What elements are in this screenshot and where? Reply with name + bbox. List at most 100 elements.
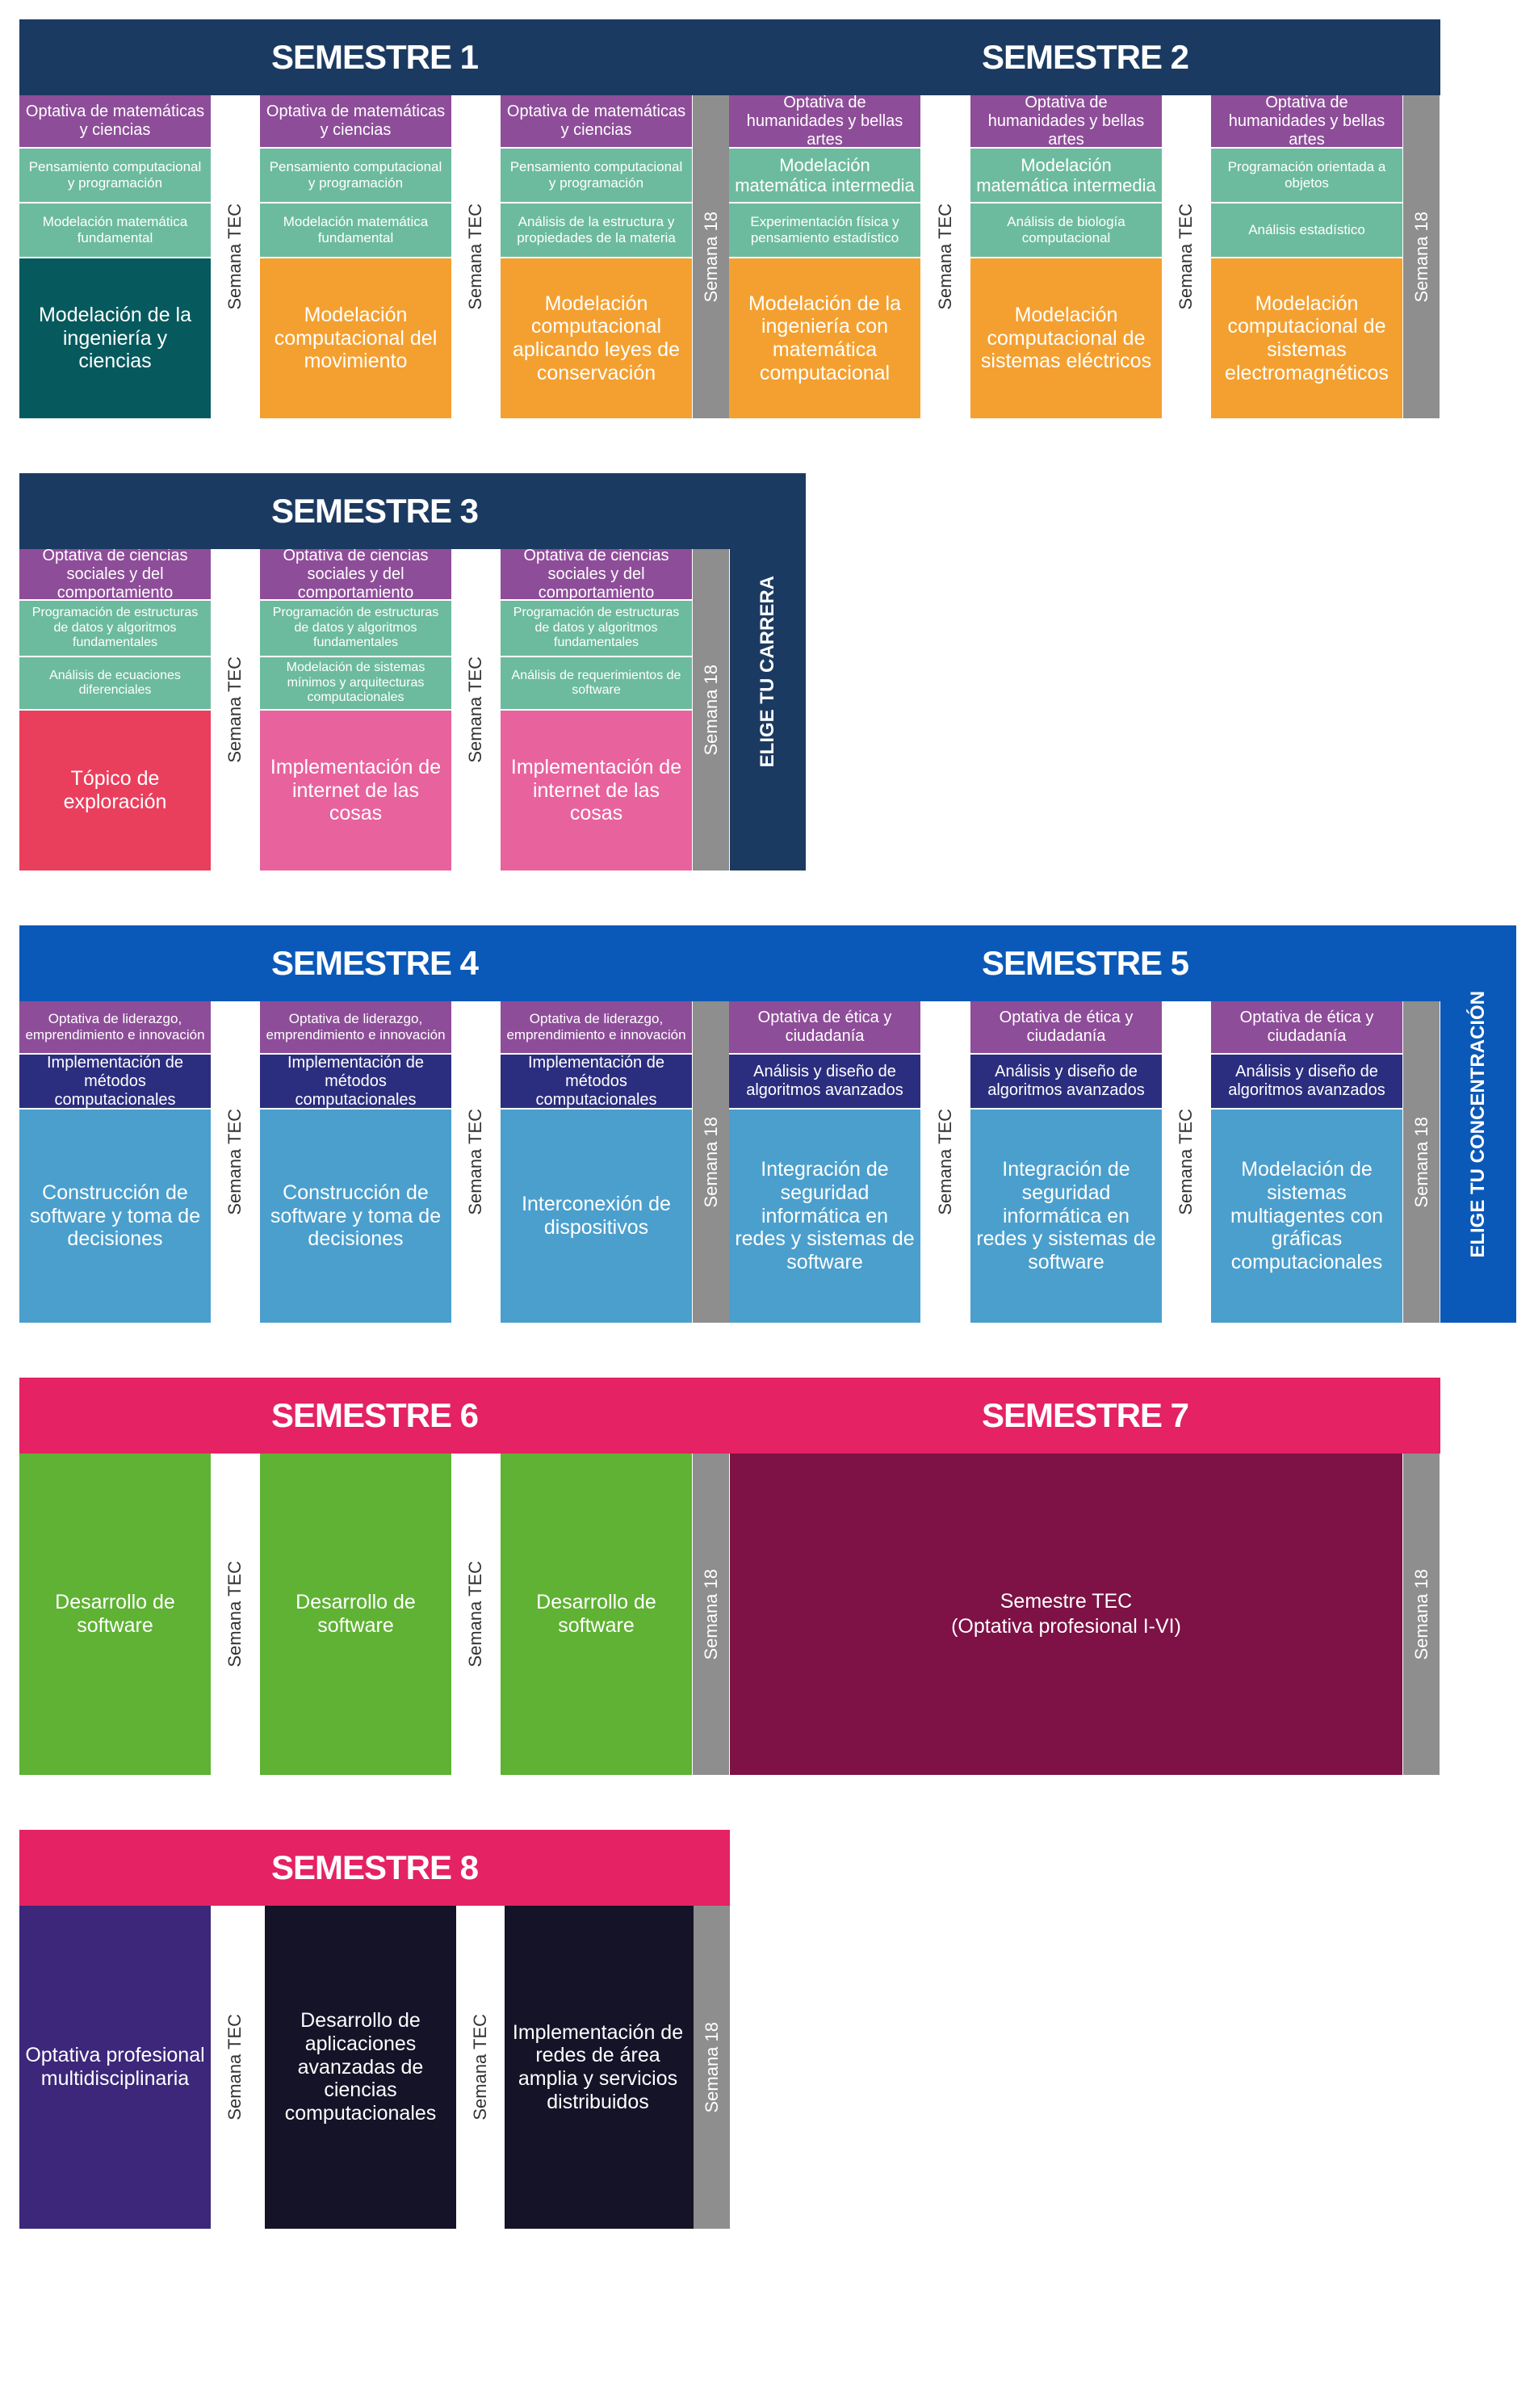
s4-subject-1-text: Implementación de métodos computacionale… bbox=[287, 1055, 424, 1108]
s1-optativa-1-text: Optativa de matemáticas y ciencias bbox=[266, 103, 446, 139]
s4-subject-0-text: Implementación de métodos computacionale… bbox=[47, 1055, 183, 1108]
s3-subject-a-1: Programación de estructuras de datos y a… bbox=[260, 601, 451, 656]
s3-optativa-0-text: Optativa de ciencias sociales y del comp… bbox=[42, 549, 188, 599]
s5-module-2: Modelación de sistemas multiagentes con … bbox=[1211, 1110, 1402, 1323]
s4-optativa-0-text: Optativa de liderazgo, emprendimiento e … bbox=[25, 1011, 205, 1042]
s5-semana-18-text: Semana 18 bbox=[1410, 1116, 1431, 1208]
s7-header: SEMESTRE 7 bbox=[730, 1378, 1440, 1454]
s3-semana-18-text: Semana 18 bbox=[700, 664, 721, 756]
s6-semana-tec-2: Semana TEC bbox=[451, 1454, 500, 1775]
s5-module-0-text: Integración de seguridad informática en … bbox=[735, 1158, 915, 1274]
s1-header: SEMESTRE 1 bbox=[19, 19, 730, 95]
s8-module-1: Desarrollo de aplicaciones avanzadas de … bbox=[265, 1906, 456, 2229]
s5-optativa-0: Optativa de ética y ciudadanía bbox=[729, 1001, 920, 1053]
s1-subject-b-2-text: Análisis de la estructura y propiedades … bbox=[517, 214, 676, 245]
s1-subject-b-1-text: Modelación matemática fundamental bbox=[283, 214, 429, 245]
s1-semana-tec-2-text: Semana TEC bbox=[465, 203, 486, 310]
s2-subject-b-2: Análisis estadístico bbox=[1211, 203, 1402, 257]
s1-subject-a-2-text: Pensamiento computacional y programación bbox=[509, 159, 683, 191]
s3-subject-a-0: Programación de estructuras de datos y a… bbox=[19, 601, 211, 656]
s3-subject-b-2: Análisis de requerimientos de software bbox=[501, 657, 692, 709]
s3-subject-b-2-text: Análisis de requerimientos de software bbox=[511, 668, 681, 697]
elige-tu-carrera: ELIGE TU CARRERA bbox=[730, 473, 806, 870]
s4-semana-tec-2: Semana TEC bbox=[451, 1001, 500, 1323]
s8-header: SEMESTRE 8 bbox=[19, 1830, 730, 1906]
s5-semana-tec-1: Semana TEC bbox=[921, 1001, 970, 1323]
s2-module-1-text: Modelación computacional de sistemas elé… bbox=[980, 303, 1152, 373]
s1-subject-a-1-text: Pensamiento computacional y programación bbox=[269, 159, 442, 191]
s7-header-text: SEMESTRE 7 bbox=[981, 1395, 1189, 1434]
s4-subject-2: Implementación de métodos computacionale… bbox=[501, 1055, 692, 1108]
s5-module-0: Integración de seguridad informática en … bbox=[729, 1110, 920, 1323]
s5-subject-2-text: Análisis y diseño de algoritmos avanzado… bbox=[1228, 1063, 1385, 1099]
s2-module-1: Modelación computacional de sistemas elé… bbox=[970, 258, 1162, 418]
s5-optativa-0-text: Optativa de ética y ciudadanía bbox=[757, 1009, 892, 1045]
s2-semana-18: Semana 18 bbox=[1403, 95, 1440, 418]
s7-module-line-2: (Optativa profesional I-VI) bbox=[951, 1615, 1181, 1638]
s6-module-0-text: Desarrollo de software bbox=[55, 1591, 175, 1637]
elige-tu-concentracion: ELIGE TU CONCENTRACIÓN bbox=[1440, 925, 1516, 1323]
s5-header-text: SEMESTRE 5 bbox=[981, 943, 1189, 982]
s3-optativa-2: Optativa de ciencias sociales y del comp… bbox=[501, 549, 692, 599]
s5-optativa-1-text: Optativa de ética y ciudadanía bbox=[999, 1009, 1134, 1045]
s3-subject-a-2: Programación de estructuras de datos y a… bbox=[501, 601, 692, 656]
s2-optativa-2: Optativa de humanidades y bellas artes bbox=[1211, 95, 1402, 147]
s3-module-1-text: Implementación de internet de las cosas bbox=[270, 755, 442, 825]
s1-module-2: Modelación computacional aplicando leyes… bbox=[501, 258, 692, 418]
s5-subject-1: Análisis y diseño de algoritmos avanzado… bbox=[970, 1055, 1162, 1108]
s3-module-0-text: Tópico de exploración bbox=[63, 767, 167, 813]
s3-module-2-text: Implementación de internet de las cosas bbox=[510, 755, 682, 825]
s7-semana-18: Semana 18 bbox=[1403, 1454, 1440, 1775]
s3-subject-b-1: Modelación de sistemas mínimos y arquite… bbox=[260, 657, 451, 709]
s4-module-2: Interconexión de dispositivos bbox=[501, 1110, 692, 1323]
s2-header-text: SEMESTRE 2 bbox=[981, 37, 1189, 76]
s1-semana-tec-1-text: Semana TEC bbox=[224, 203, 245, 310]
s2-semana-tec-2-text: Semana TEC bbox=[1176, 203, 1197, 310]
s3-subject-a-0-text: Programación de estructuras de datos y a… bbox=[31, 606, 199, 650]
s8-module-1-text: Desarrollo de aplicaciones avanzadas de … bbox=[284, 2009, 437, 2125]
s3-header: SEMESTRE 3 bbox=[19, 473, 730, 549]
s2-subject-a-2-text: Programación orientada a objetos bbox=[1227, 159, 1386, 191]
s2-subject-a-1-text: Modelación matemática intermedia bbox=[976, 154, 1156, 195]
s2-subject-b-0-text: Experimentación física y pensamiento est… bbox=[750, 214, 899, 245]
s4-semana-tec-1: Semana TEC bbox=[211, 1001, 259, 1323]
s6-semana-tec-1-text: Semana TEC bbox=[224, 1561, 245, 1668]
s4-module-1-text: Construcción de software y toma de decis… bbox=[270, 1181, 442, 1251]
s4-semana-tec-2-text: Semana TEC bbox=[465, 1109, 486, 1215]
s2-subject-b-1: Análisis de biología computacional bbox=[970, 203, 1162, 257]
s3-subject-a-2-text: Programación de estructuras de datos y a… bbox=[513, 606, 680, 650]
s4-subject-0: Implementación de métodos computacionale… bbox=[19, 1055, 211, 1108]
s1-optativa-2-text: Optativa de matemáticas y ciencias bbox=[506, 103, 686, 139]
s1-optativa-1: Optativa de matemáticas y ciencias bbox=[260, 95, 451, 147]
s1-optativa-0: Optativa de matemáticas y ciencias bbox=[19, 95, 211, 147]
s4-module-0: Construcción de software y toma de decis… bbox=[19, 1110, 211, 1323]
s1-semana-18: Semana 18 bbox=[693, 95, 729, 418]
s2-module-0-text: Modelación de la ingeniería con matemáti… bbox=[748, 292, 901, 384]
s3-module-2: Implementación de internet de las cosas bbox=[501, 711, 692, 870]
s1-optativa-0-text: Optativa de matemáticas y ciencias bbox=[25, 103, 205, 139]
s2-optativa-1: Optativa de humanidades y bellas artes bbox=[970, 95, 1162, 147]
s2-optativa-2-text: Optativa de humanidades y bellas artes bbox=[1228, 95, 1385, 147]
s1-semana-tec-1: Semana TEC bbox=[211, 95, 259, 418]
s4-semana-18: Semana 18 bbox=[693, 1001, 729, 1323]
s1-subject-a-2: Pensamiento computacional y programación bbox=[501, 149, 692, 202]
s8-module-0-text: Optativa profesional multidisciplinaria bbox=[25, 2044, 205, 2090]
s6-semana-18: Semana 18 bbox=[693, 1454, 729, 1775]
s5-optativa-2-text: Optativa de ética y ciudadanía bbox=[1239, 1009, 1374, 1045]
s6-header-text: SEMESTRE 6 bbox=[270, 1395, 479, 1434]
s1-subject-a-0-text: Pensamiento computacional y programación bbox=[28, 159, 202, 191]
s5-semana-tec-2: Semana TEC bbox=[1162, 1001, 1210, 1323]
s3-semana-tec-2: Semana TEC bbox=[451, 549, 500, 870]
s4-subject-2-text: Implementación de métodos computacionale… bbox=[528, 1055, 664, 1108]
s4-subject-1: Implementación de métodos computacionale… bbox=[260, 1055, 451, 1108]
s3-module-1: Implementación de internet de las cosas bbox=[260, 711, 451, 870]
s4-module-2-text: Interconexión de dispositivos bbox=[522, 1193, 671, 1239]
s2-semana-tec-2: Semana TEC bbox=[1162, 95, 1210, 418]
s8-module-2: Implementación de redes de área amplia y… bbox=[502, 1906, 694, 2229]
s5-subject-2: Análisis y diseño de algoritmos avanzado… bbox=[1211, 1055, 1402, 1108]
s8-semana-tec-2-text: Semana TEC bbox=[470, 2014, 491, 2121]
s5-semana-tec-2-text: Semana TEC bbox=[1176, 1109, 1197, 1215]
s5-subject-0-text: Análisis y diseño de algoritmos avanzado… bbox=[746, 1063, 903, 1099]
s1-subject-b-2: Análisis de la estructura y propiedades … bbox=[501, 203, 692, 257]
s1-subject-b-0: Modelación matemática fundamental bbox=[19, 203, 211, 257]
